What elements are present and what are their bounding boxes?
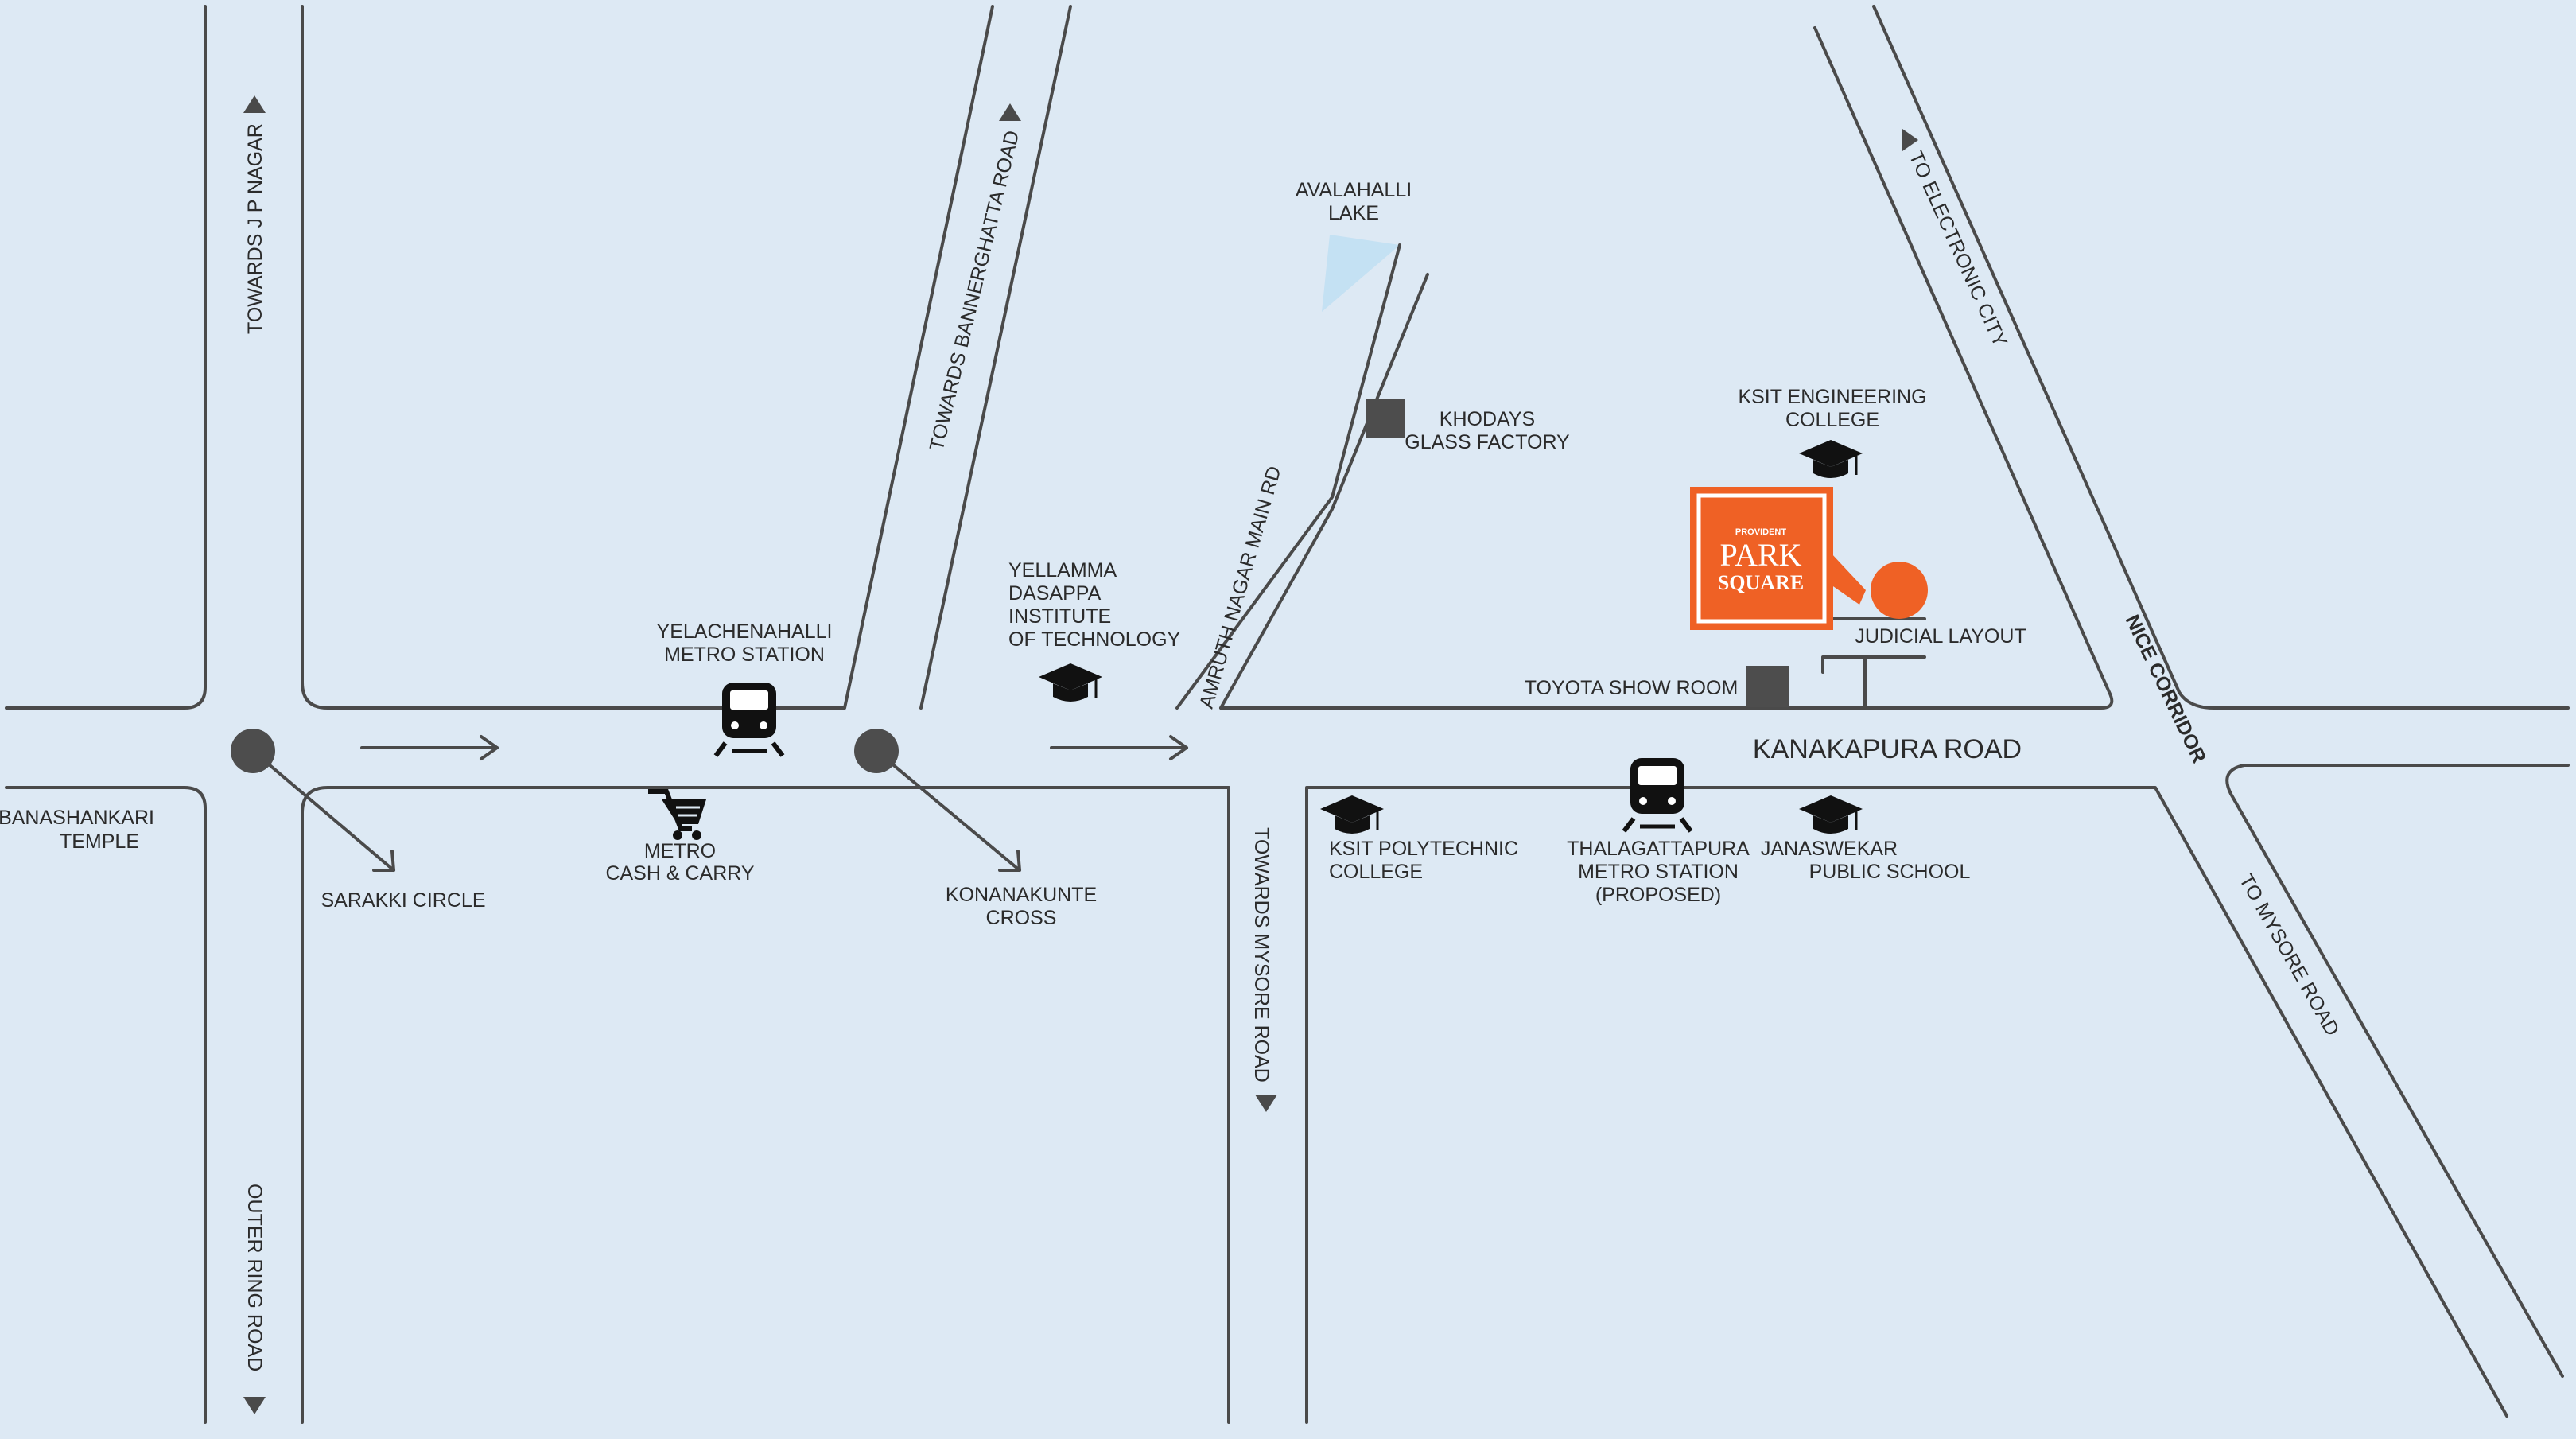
label-konanakunte-line2: CROSS bbox=[986, 907, 1057, 929]
label-banashankari-line1: BANASHANKARI bbox=[0, 807, 154, 829]
label-metro-cc-line1: METRO bbox=[644, 840, 716, 862]
project-name-line2: SQUARE bbox=[1718, 571, 1804, 594]
label-thalagattapura-line3: (PROPOSED) bbox=[1595, 884, 1721, 906]
label-judicial-layout: JUDICIAL LAYOUT bbox=[1855, 625, 2026, 648]
label-janaswekar-line2: PUBLIC SCHOOL bbox=[1809, 861, 1971, 883]
shopping-cart-icon bbox=[648, 789, 706, 840]
avalahalli-lake bbox=[1322, 235, 1400, 312]
label-avalahalli-line2: LAKE bbox=[1328, 202, 1379, 224]
label-yelachenahalli-line1: YELACHENAHALLI bbox=[657, 620, 833, 643]
label-khodays-line2: GLASS FACTORY bbox=[1405, 431, 1570, 453]
label-sarakki-circle: SARAKKI CIRCLE bbox=[321, 889, 485, 912]
label-ksit-poly-line1: KSIT POLYTECHNIC bbox=[1329, 838, 1518, 860]
label-thalagattapura-line2: METRO STATION bbox=[1578, 861, 1739, 883]
label-janaswekar-line1: JANASWEKAR bbox=[1761, 838, 1898, 860]
label-ksit-eng-line1: KSIT ENGINEERING bbox=[1738, 386, 1926, 408]
label-yellamma-line3: INSTITUTE bbox=[1008, 605, 1111, 628]
arrow-right-icon bbox=[1902, 129, 1918, 151]
label-ksit-poly-line2: COLLEGE bbox=[1329, 861, 1423, 883]
label-toyota: TOYOTA SHOW ROOM bbox=[1525, 677, 1739, 699]
junction-marker bbox=[231, 729, 275, 773]
label-yellamma-line4: OF TECHNOLOGY bbox=[1008, 628, 1181, 651]
label-yellamma-line2: DASAPPA bbox=[1008, 582, 1102, 605]
label-metro-cc-line2: CASH & CARRY bbox=[605, 862, 754, 885]
label-thalagattapura-line1: THALAGATTAPURA bbox=[1567, 838, 1750, 860]
road-label-kanakapura: KANAKAPURA ROAD bbox=[1753, 734, 2022, 764]
project-location-marker[interactable]: PROVIDENT PARK SQUARE bbox=[1690, 487, 1928, 630]
label-konanakunte-line1: KONANAKUNTE bbox=[946, 884, 1097, 906]
label-ksit-eng-line2: COLLEGE bbox=[1785, 409, 1879, 431]
label-yelachenahalli-line2: METRO STATION bbox=[664, 644, 825, 666]
road-label-outer-ring: OUTER RING ROAD bbox=[243, 1184, 266, 1371]
arrow-down-icon bbox=[1255, 1095, 1277, 1112]
road-label-mysore: TOWARDS MYSORE ROAD bbox=[1250, 827, 1272, 1083]
arrow-up-icon bbox=[999, 103, 1021, 121]
label-yellamma-line1: YELLAMMA bbox=[1008, 559, 1117, 581]
junction-marker bbox=[854, 729, 899, 773]
label-avalahalli-line1: AVALAHALLI bbox=[1296, 179, 1412, 201]
brand-name: PROVIDENT bbox=[1735, 527, 1786, 537]
project-name-line1: PARK bbox=[1719, 537, 1801, 573]
label-banashankari-line2: TEMPLE bbox=[60, 830, 139, 853]
label-khodays-line1: KHODAYS bbox=[1440, 408, 1535, 430]
arrow-up-icon bbox=[243, 95, 266, 113]
road-label-jp-nagar: TOWARDS J P NAGAR bbox=[244, 123, 266, 334]
landmark-marker bbox=[1746, 666, 1789, 707]
flow-arrows bbox=[251, 735, 1188, 872]
road-network bbox=[5, 5, 2570, 1424]
arrow-down-icon bbox=[243, 1397, 266, 1414]
landmark-marker bbox=[1366, 399, 1405, 438]
